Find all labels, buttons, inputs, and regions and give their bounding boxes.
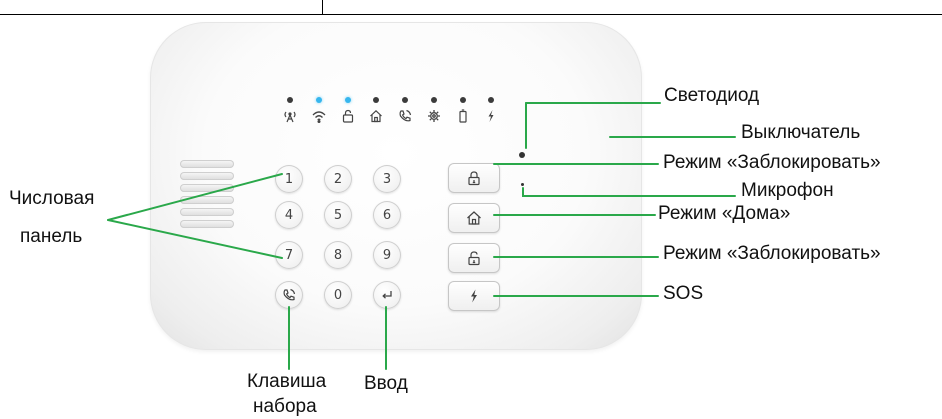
speaker-grille-slot xyxy=(180,208,234,216)
status-led xyxy=(402,97,408,103)
label-numpad-line1: Числовая xyxy=(9,188,95,209)
lock-icon xyxy=(468,171,480,186)
mode-unlock-button[interactable] xyxy=(448,243,500,273)
mode-lock-button[interactable] xyxy=(448,163,500,193)
key-8[interactable]: 8 xyxy=(324,241,352,269)
speaker-grille-slot xyxy=(180,160,234,168)
speaker-grille-slot xyxy=(180,220,234,228)
label-numpad-line2: панель xyxy=(20,226,83,247)
label-led: Светодиод xyxy=(664,85,760,106)
mode-home-button[interactable] xyxy=(448,203,500,233)
phone-icon xyxy=(283,288,296,301)
key-6[interactable]: 6 xyxy=(373,201,401,229)
label-enter: Ввод xyxy=(364,373,408,394)
power-led xyxy=(519,152,525,158)
key-0[interactable]: 0 xyxy=(324,281,352,309)
key-4[interactable]: 4 xyxy=(275,201,303,229)
status-led-active xyxy=(345,97,351,103)
status-led xyxy=(431,97,437,103)
unlock-icon xyxy=(341,109,355,123)
status-led xyxy=(287,97,293,103)
home-icon xyxy=(369,109,383,123)
key-1[interactable]: 1 xyxy=(275,165,303,193)
label-dial-line2: набора xyxy=(253,396,317,417)
key-5[interactable]: 5 xyxy=(324,201,352,229)
label-microphone: Микрофон xyxy=(741,180,834,201)
speaker-grille-slot xyxy=(180,184,234,192)
wifi-icon xyxy=(312,109,326,123)
top-border-line xyxy=(0,14,942,15)
label-dial-line1: Клавиша xyxy=(247,371,327,392)
status-led xyxy=(460,97,466,103)
signal-icon xyxy=(283,109,297,123)
status-led xyxy=(488,97,494,103)
status-led xyxy=(373,97,379,103)
phone-icon xyxy=(398,109,412,123)
status-led-active xyxy=(316,97,322,103)
enter-icon xyxy=(382,291,392,299)
key-9[interactable]: 9 xyxy=(373,241,401,269)
key-2[interactable]: 2 xyxy=(324,165,352,193)
enter-key[interactable] xyxy=(373,281,401,309)
lightning-icon xyxy=(484,109,498,123)
label-switch: Выключатель xyxy=(741,122,861,143)
label-mode-home: Режим «Дома» xyxy=(658,203,791,224)
unlock-icon xyxy=(468,251,480,266)
key-3[interactable]: 3 xyxy=(373,165,401,193)
dial-key[interactable] xyxy=(275,281,303,309)
label-mode-unlock: Режим «Заблокировать» xyxy=(663,243,881,264)
top-divider xyxy=(322,0,323,15)
sos-button[interactable] xyxy=(448,281,500,311)
gear-icon xyxy=(427,109,441,123)
battery-icon xyxy=(456,109,470,123)
microphone-hole xyxy=(521,183,524,186)
label-mode-lock: Режим «Заблокировать» xyxy=(663,152,881,173)
speaker-grille-slot xyxy=(180,196,234,204)
speaker-grille-slot xyxy=(180,172,234,180)
home-icon xyxy=(467,211,481,225)
label-sos: SOS xyxy=(663,283,704,304)
key-7[interactable]: 7 xyxy=(275,241,303,269)
lightning-icon xyxy=(471,289,477,303)
